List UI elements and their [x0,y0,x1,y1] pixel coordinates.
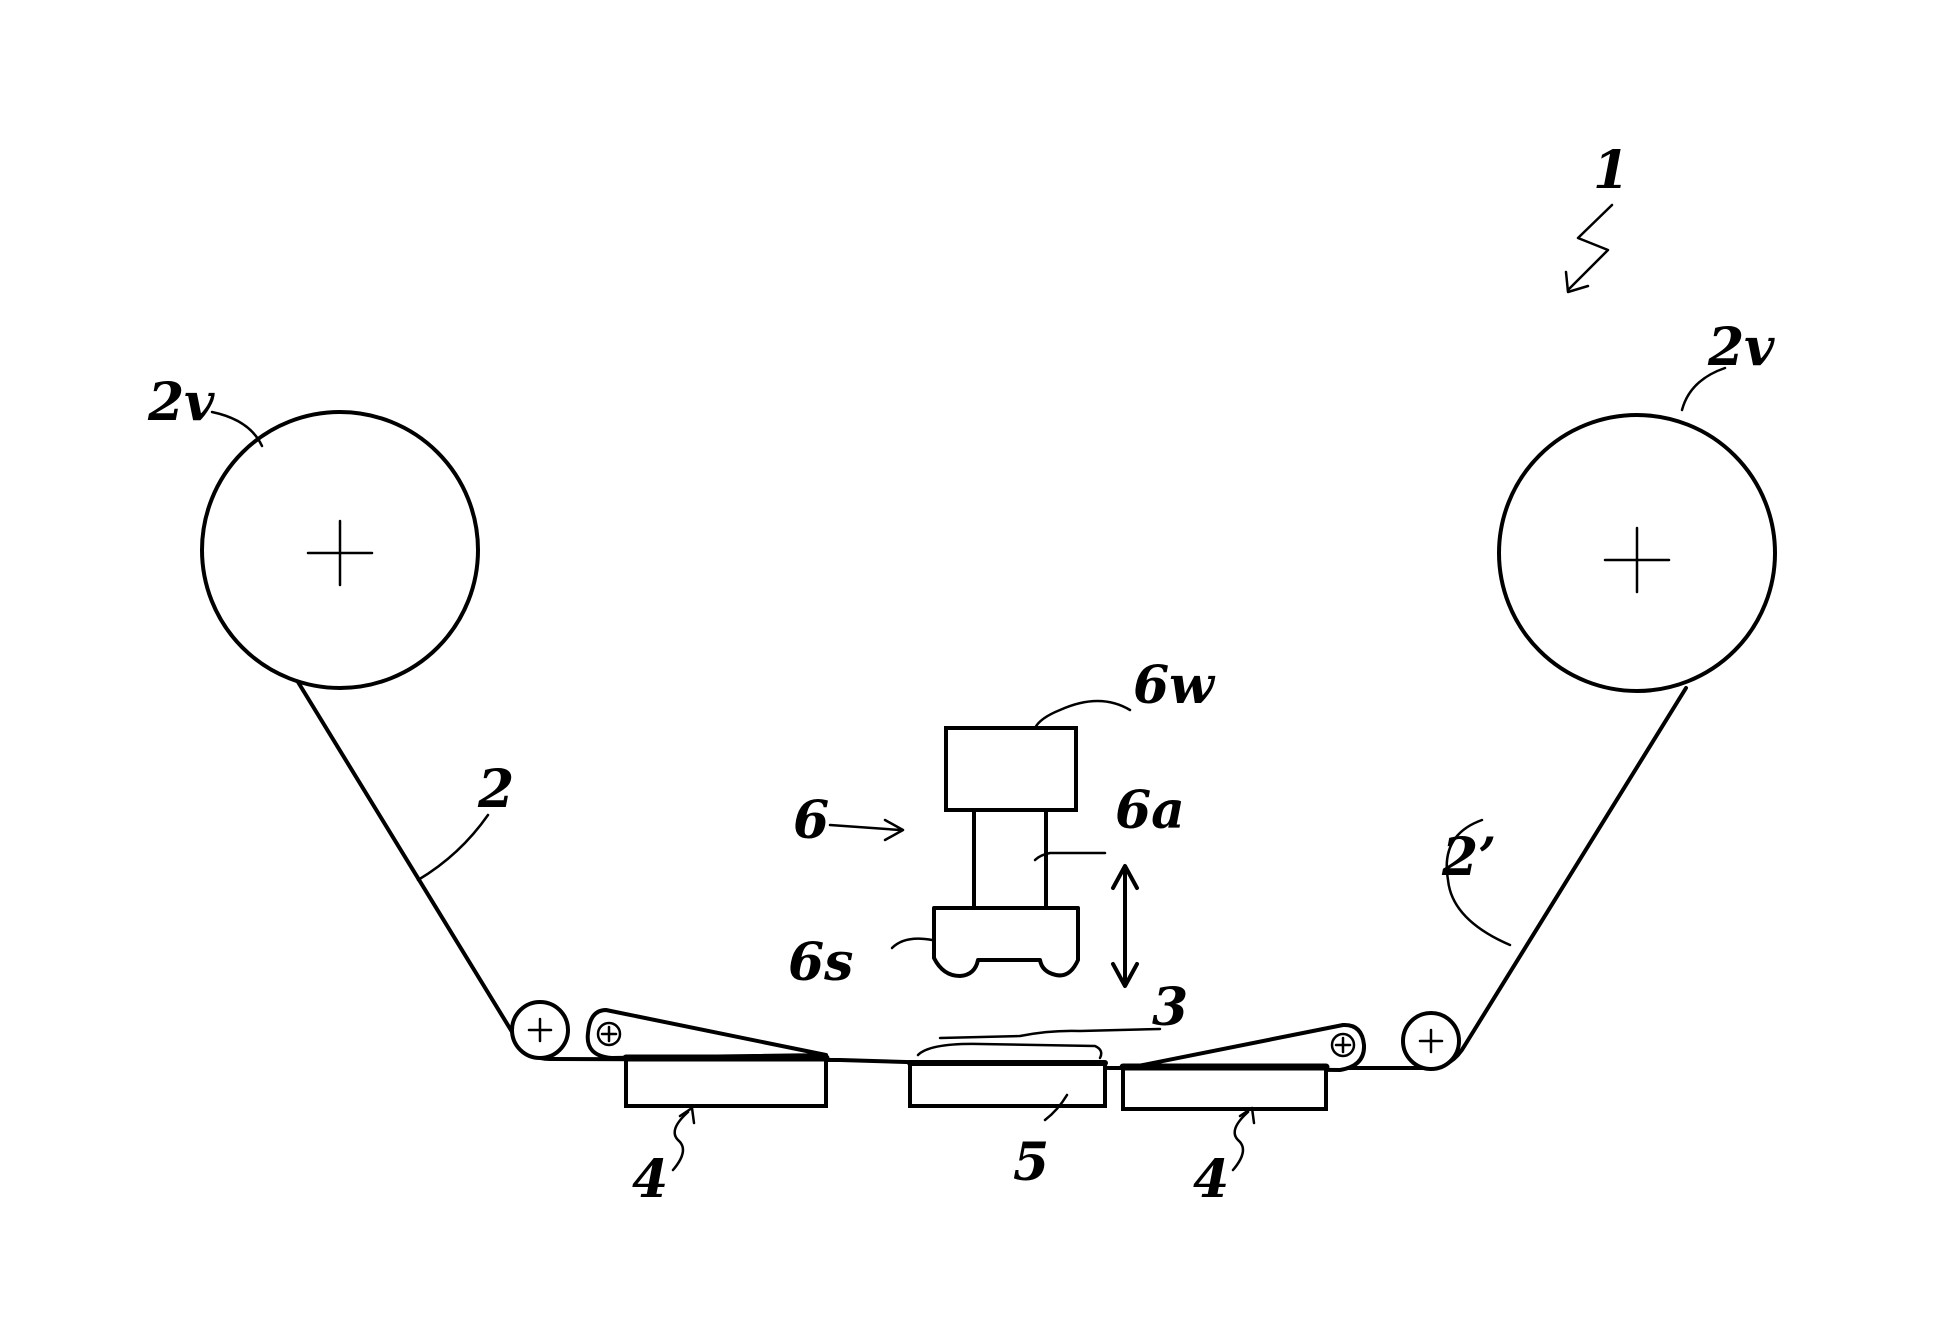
label-reel-left: 2v [147,372,215,433]
leader-lines [212,205,1725,1170]
label-unit-drive: 6w [1133,655,1216,716]
label-unit-actuator: 6a [1115,780,1185,841]
label-station-left: 4 [632,1149,668,1210]
reel-left [202,412,478,688]
label-web-right: 2’ [1441,827,1496,888]
label-unit-sonotrode: 6s [788,932,853,993]
web-right [1110,688,1686,1068]
unit-sonotrode [934,908,1078,976]
station-right [1123,1067,1326,1109]
web-left [298,682,840,1060]
unit-drive [946,728,1076,810]
label-reel-right: 2v [1707,317,1775,378]
clamp-lever-left [588,1010,826,1058]
roller-right [1403,1013,1459,1069]
reel-right [1499,415,1775,691]
label-unit: 6 [793,790,829,851]
label-web-left: 2 [477,759,514,820]
crosshair-icon [1605,528,1669,592]
label-machine: 1 [1593,140,1629,201]
roller-left [512,1002,568,1058]
label-product: 3 [1152,977,1188,1038]
product [918,1044,1101,1058]
label-station-right: 4 [1193,1149,1229,1210]
label-anvil: 5 [1013,1132,1049,1193]
double-arrow-icon [1113,866,1137,986]
anvil [910,1063,1105,1106]
station-left [626,1058,826,1106]
crosshair-icon [308,521,372,585]
